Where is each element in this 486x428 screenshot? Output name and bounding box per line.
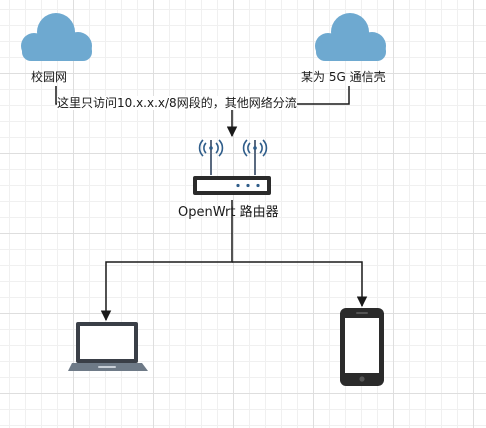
antenna-left [198, 139, 224, 175]
edge-router-to-phone [232, 261, 368, 308]
antenna-right [242, 139, 268, 175]
connectors [55, 86, 368, 322]
router-label: OpenWrt 路由器 [178, 205, 279, 220]
edge-campus-to-router [55, 86, 238, 138]
campus-network-label: 校园网 [31, 70, 68, 84]
edge-router-to-laptop [100, 200, 233, 322]
laptop-icon [68, 322, 148, 371]
cloud-icon [315, 13, 386, 61]
smartphone-icon [340, 308, 384, 386]
wireless-router-icon [193, 139, 271, 195]
cloud-icon [21, 13, 92, 61]
carrier-5g-label: 某为 5G 通信壳 [301, 70, 386, 84]
edge-label: 这里只访问10.x.x.x/8网段的，其他网络分流 [57, 96, 297, 110]
